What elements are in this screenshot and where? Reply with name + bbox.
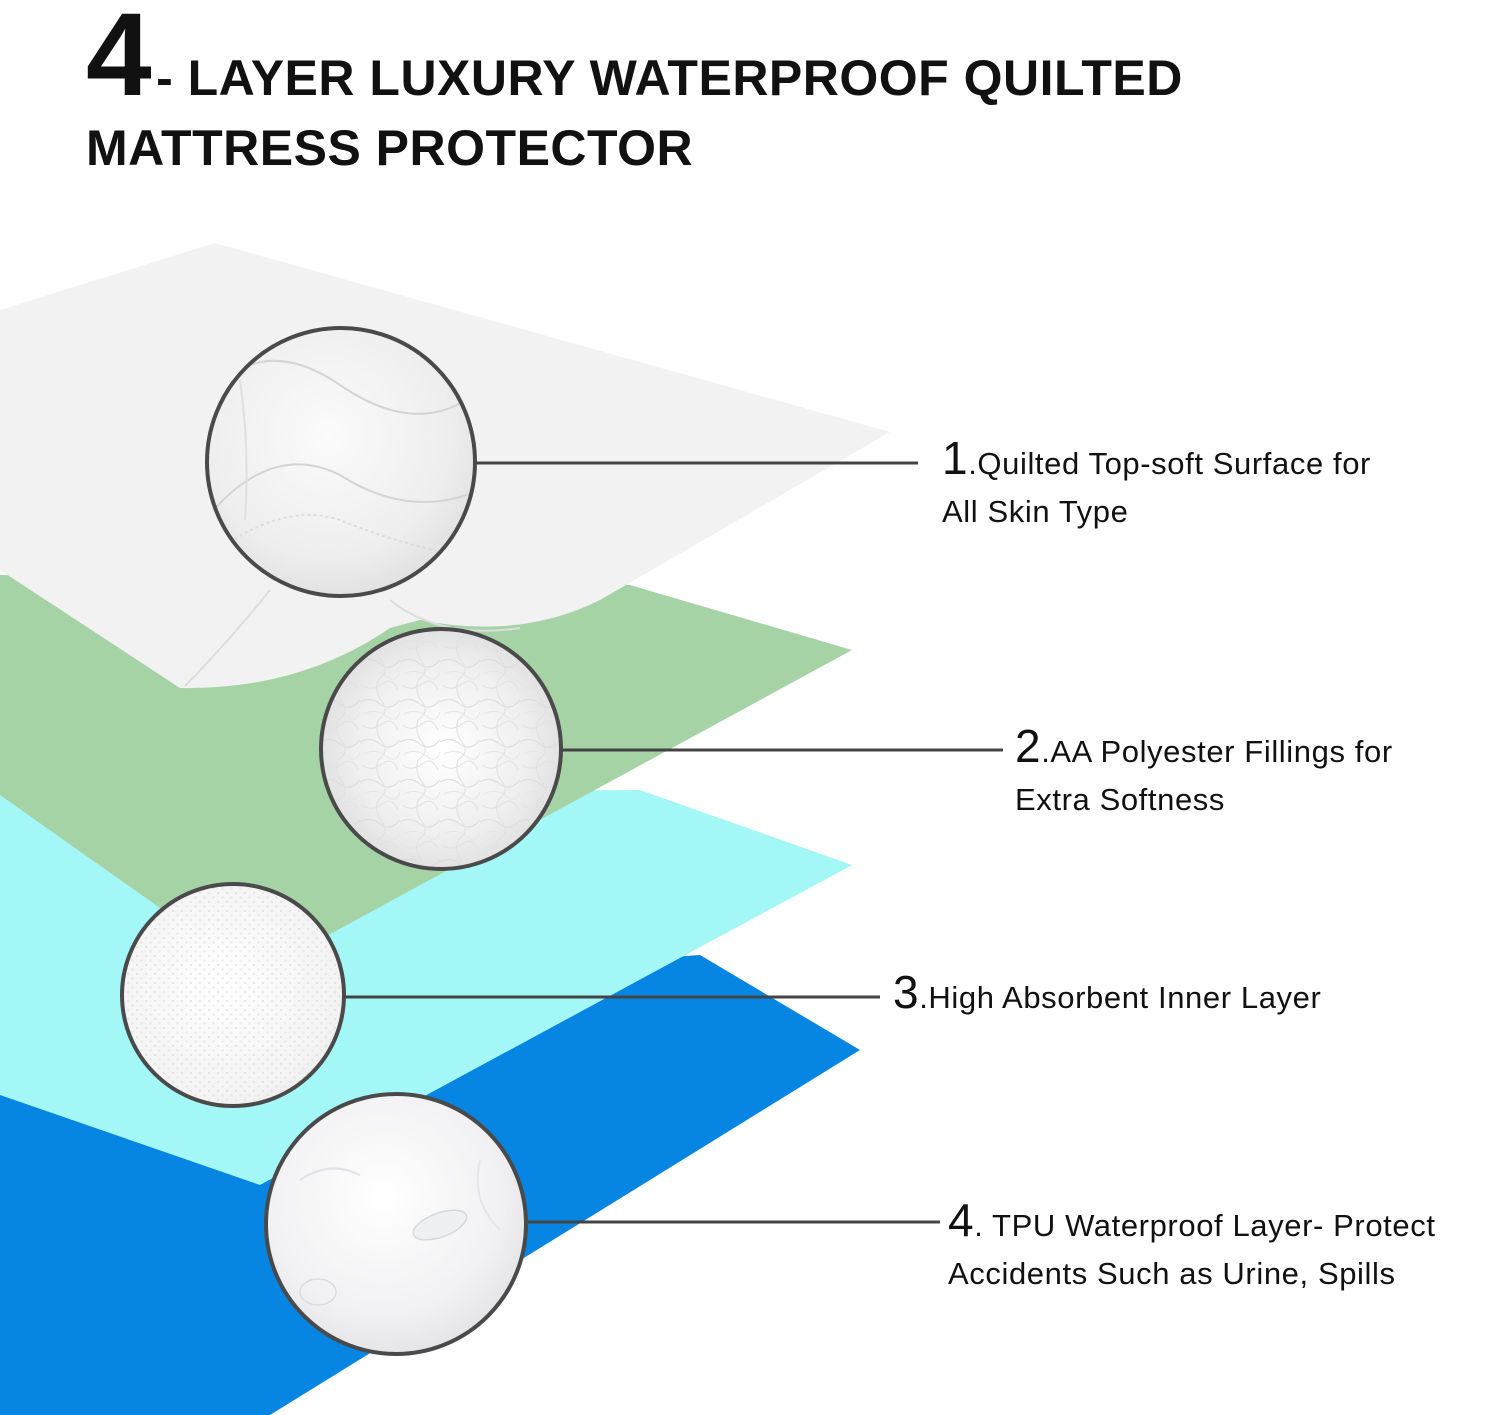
- magnifier-absorbent-inner: [120, 882, 346, 1108]
- title-line1: - LAYER LUXURY WATERPROOF QUILTED: [156, 50, 1183, 106]
- callout-text: .Quilted Top-soft Surface for: [968, 446, 1371, 481]
- callout-polyester-filling: 2.AA Polyester Fillings for Extra Softne…: [1015, 722, 1393, 824]
- callout-text: Extra Softness: [1015, 782, 1225, 817]
- callout-text: . TPU Waterproof Layer- Protect: [974, 1208, 1436, 1243]
- magnifier-quilted-top: [205, 326, 477, 598]
- callout-text: .High Absorbent Inner Layer: [919, 980, 1322, 1015]
- callout-number: 4: [948, 1194, 975, 1246]
- title-number: 4: [86, 0, 152, 121]
- callout-text: All Skin Type: [942, 494, 1129, 529]
- callout-number: 1: [942, 432, 969, 484]
- title-line2: MATTRESS PROTECTOR: [86, 120, 694, 176]
- callout-tpu-waterproof: 4. TPU Waterproof Layer- Protect Acciden…: [948, 1196, 1436, 1298]
- layer-sheet-quilted-top-seam: [184, 589, 521, 687]
- callout-text: Accidents Such as Urine, Spills: [948, 1256, 1396, 1291]
- magnifier-polyester-filling: [319, 627, 563, 871]
- callout-text: .AA Polyester Fillings for: [1041, 734, 1393, 769]
- callout-number: 3: [893, 966, 920, 1018]
- magnifier-tpu-waterproof: [264, 1092, 528, 1356]
- page-title: 4 - LAYER LUXURY WATERPROOF QUILTED: [86, 0, 1183, 114]
- callout-number: 2: [1015, 720, 1042, 772]
- callout-absorbent-inner: 3.High Absorbent Inner Layer: [893, 968, 1321, 1022]
- callout-quilted-top: 1.Quilted Top-soft Surface for All Skin …: [942, 434, 1371, 536]
